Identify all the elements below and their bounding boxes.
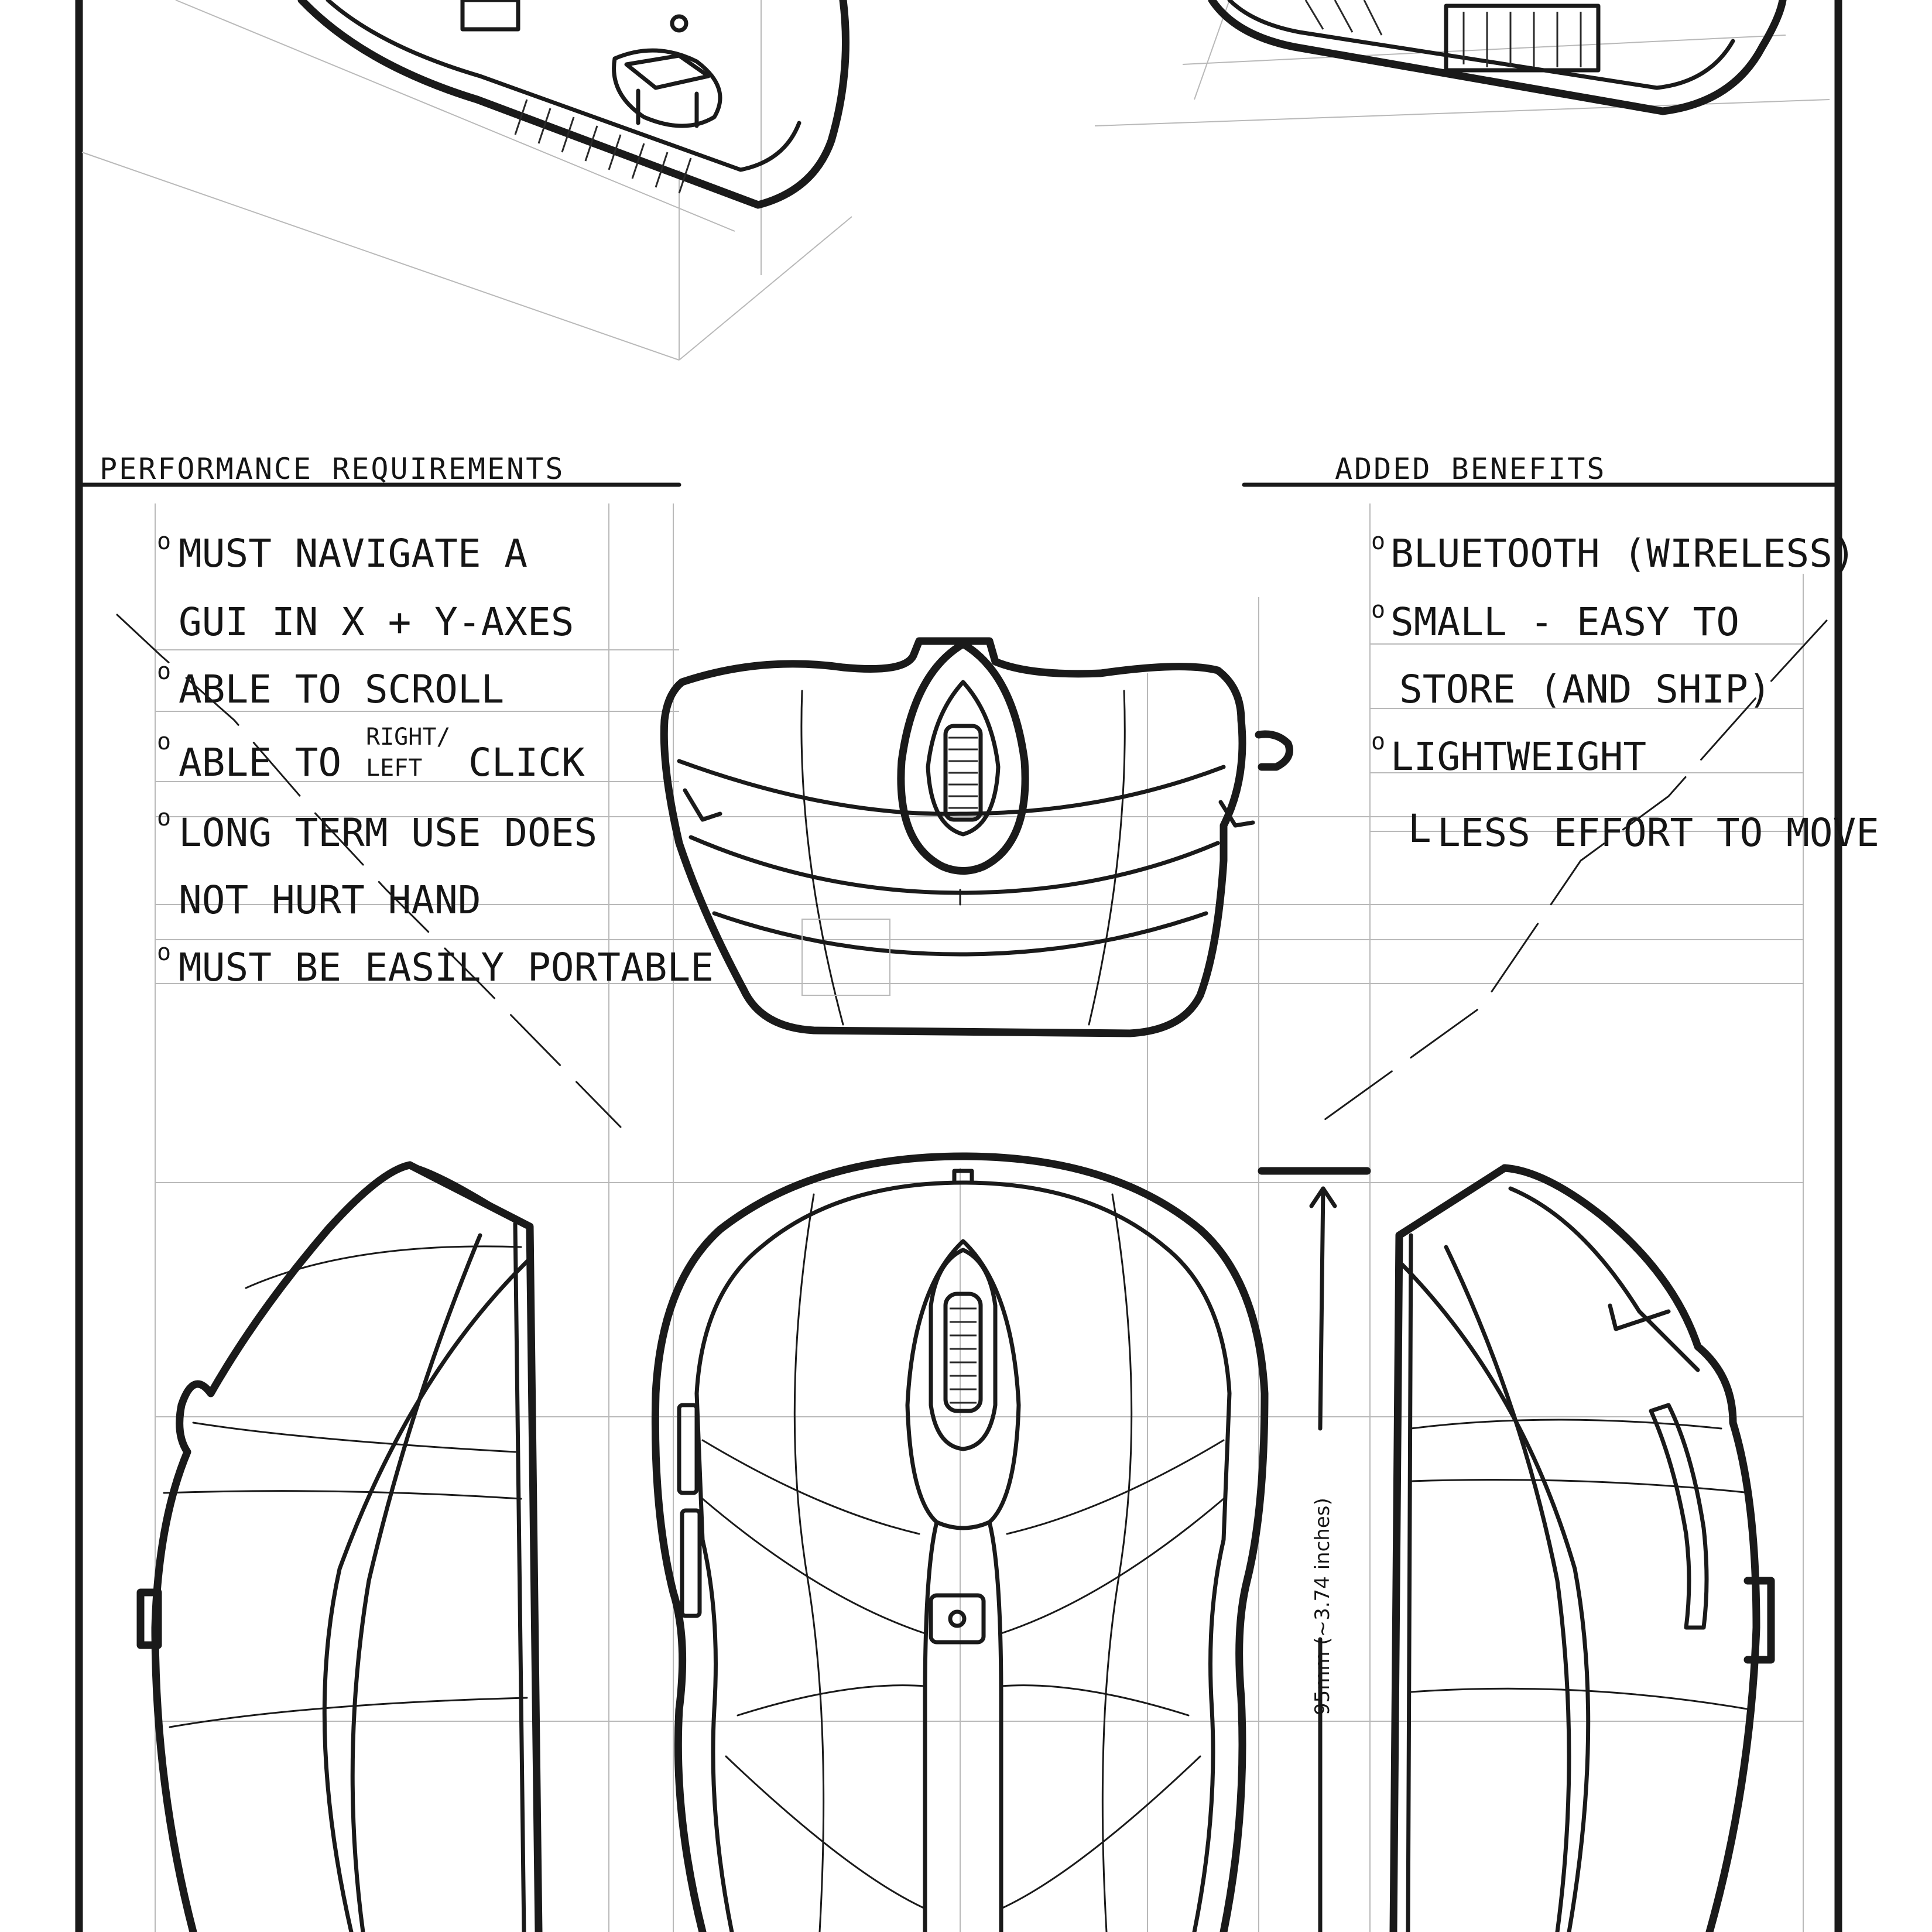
req-bullet-4: o (157, 728, 171, 755)
req-bullet-5: o (157, 804, 171, 831)
top-view-mouse (651, 1152, 1269, 1932)
req-line-4-tail: CLICK (468, 740, 585, 785)
req-bullet-1: o (157, 528, 171, 555)
left-side-view-mouse (136, 1161, 543, 1932)
cutaway-hatching (514, 99, 692, 194)
req-line-5: LONG TERM USE DOES (179, 810, 597, 855)
req-line-4-subscript: LEFT (366, 755, 422, 782)
benefit-bullet-2: o (1371, 597, 1385, 624)
req-line-1: MUST NAVIGATE A (179, 531, 527, 576)
benefit-bullet-5: L (1408, 806, 1431, 851)
dimension-callout: 95mm (~3.74 inches) (1258, 1167, 1371, 1932)
top-scroll-wheel-ribs (950, 1307, 977, 1404)
front-scroll-wheel-ribs (948, 737, 978, 809)
benefit-line-4: LIGHTWEIGHT (1390, 734, 1646, 779)
front-view-mouse (660, 637, 1293, 1037)
req-line-7: MUST BE EASILY PORTABLE (179, 945, 714, 990)
construction-guides (155, 503, 1804, 1932)
req-line-4-superscript: RIGHT/ (366, 724, 451, 751)
benefit-bullet-4: o (1371, 728, 1385, 755)
cutaway-hatching-right (1304, 0, 1582, 67)
req-bullet-7: o (157, 939, 171, 966)
benefit-bullet-1: o (1371, 528, 1385, 555)
benefit-line-5: LESS EFFORT TO MOVE (1437, 810, 1879, 855)
req-line-4: ABLE TO (179, 740, 341, 785)
right-side-view-mouse (1389, 1164, 1775, 1932)
req-line-2: GUI IN X + Y-AXES (179, 600, 574, 645)
req-line-6: NOT HURT HAND (179, 878, 481, 923)
performance-requirements-heading: PERFORMANCE REQUIREMENTS (100, 452, 564, 486)
req-line-3: ABLE TO SCROLL (179, 667, 504, 712)
performance-requirements-list: o MUST NAVIGATE A GUI IN X + Y-AXES o AB… (157, 528, 714, 990)
added-benefits-list: o BLUETOOTH (WIRELESS) o SMALL - EASY TO… (1371, 528, 1879, 855)
isometric-cutaway-right (1094, 0, 1830, 126)
section-headings: PERFORMANCE REQUIREMENTS ADDED BENEFITS (100, 452, 1606, 486)
benefit-line-1: BLUETOOTH (WIRELESS) (1390, 531, 1856, 576)
dimension-label: 95mm (~3.74 inches) (1311, 1498, 1334, 1715)
leader-lines (116, 614, 1828, 1128)
isometric-cutaway-left (81, 0, 852, 361)
page-frame (75, 0, 1842, 1932)
benefit-line-3: STORE (AND SHIP) (1399, 667, 1772, 712)
added-benefits-heading: ADDED BENEFITS (1335, 452, 1606, 486)
benefit-line-2: SMALL - EASY TO (1390, 600, 1739, 645)
